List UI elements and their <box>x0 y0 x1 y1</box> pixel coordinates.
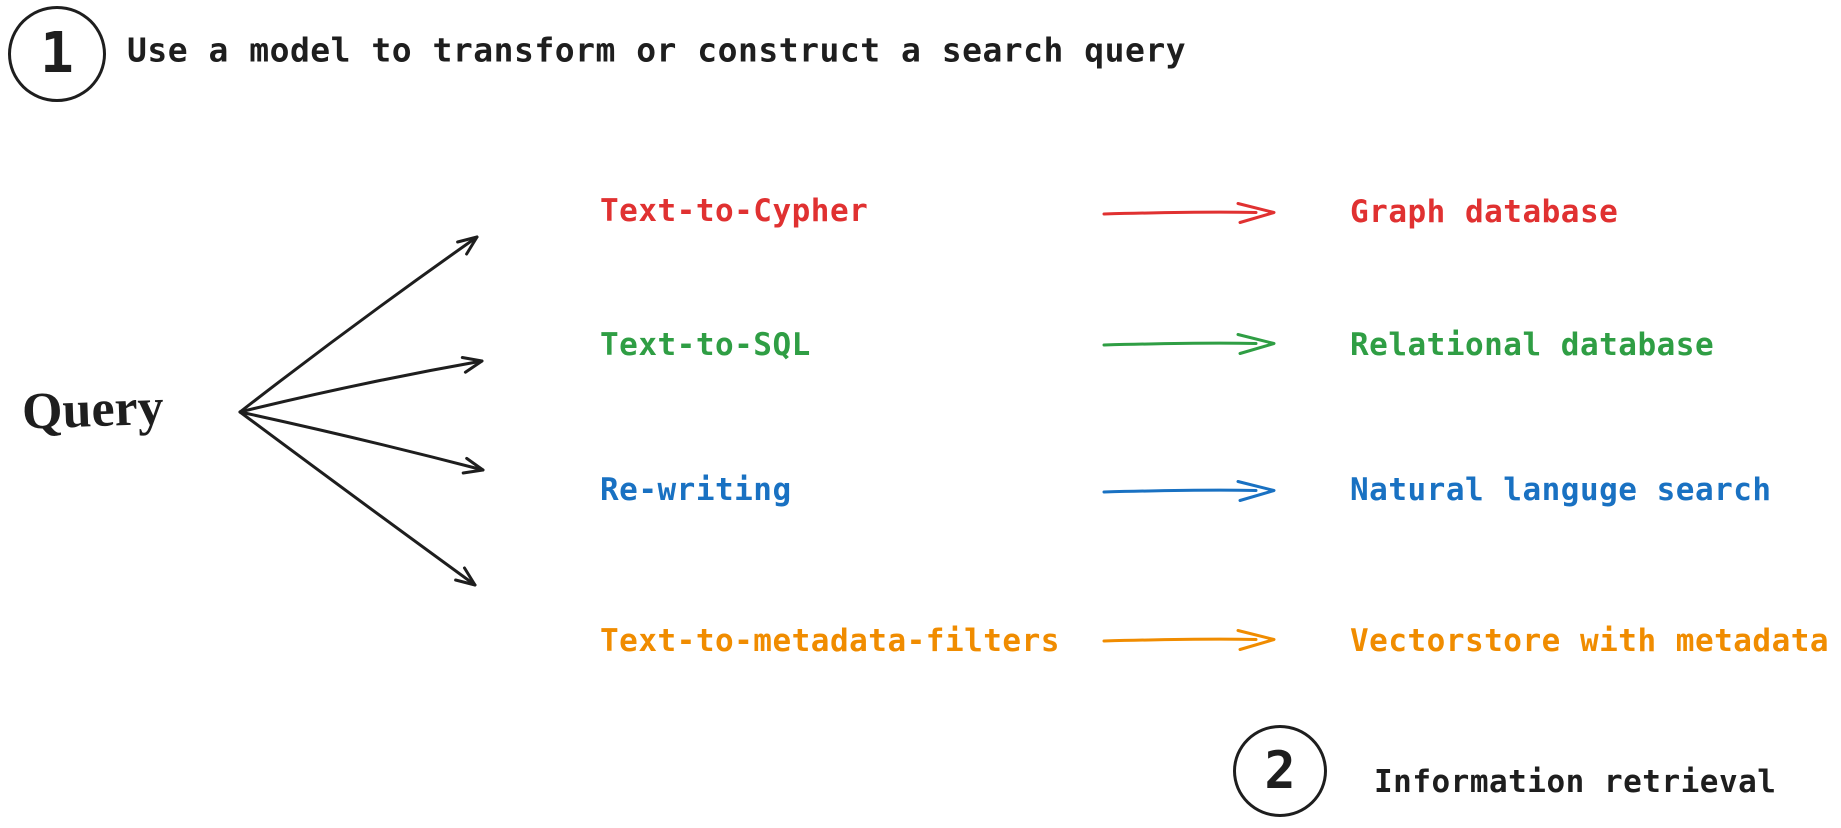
target-label-vectorstore-with-metadata: Vectorstore with metadata <box>1350 623 1830 659</box>
fan-arrow-to-row-4 <box>238 410 477 587</box>
row-arrow-natural-language-search <box>1102 480 1276 502</box>
query-label: Query <box>21 378 165 441</box>
target-label-graph-database: Graph database <box>1350 194 1619 230</box>
row-arrow-relational-database <box>1102 333 1276 355</box>
step-2-caption: Information retrieval <box>1374 764 1777 800</box>
step-1-badge: 1 <box>8 6 106 102</box>
target-label-relational-database: Relational database <box>1350 327 1715 363</box>
step-1-number: 1 <box>40 21 74 86</box>
query-fan-arrows <box>238 235 485 587</box>
step-1-caption: Use a model to transform or construct a … <box>127 30 1187 70</box>
fan-arrow-to-row-1 <box>238 235 479 414</box>
method-label-text-to-cypher: Text-to-Cypher <box>600 193 869 229</box>
row-arrow-vectorstore-with-metadata <box>1102 629 1276 651</box>
step-2-number: 2 <box>1264 741 1296 801</box>
fan-arrow-to-row-3 <box>238 410 485 475</box>
method-label-text-to-sql: Text-to-SQL <box>600 327 811 363</box>
method-label-text-to-metadata-filters: Text-to-metadata-filters <box>600 623 1060 659</box>
target-label-natural-language-search: Natural languge search <box>1350 472 1772 508</box>
fan-arrow-to-row-2 <box>238 356 484 414</box>
step-2-badge: 2 <box>1233 725 1327 817</box>
method-label-re-writing: Re-writing <box>600 472 792 508</box>
row-arrow-graph-database <box>1102 202 1276 224</box>
